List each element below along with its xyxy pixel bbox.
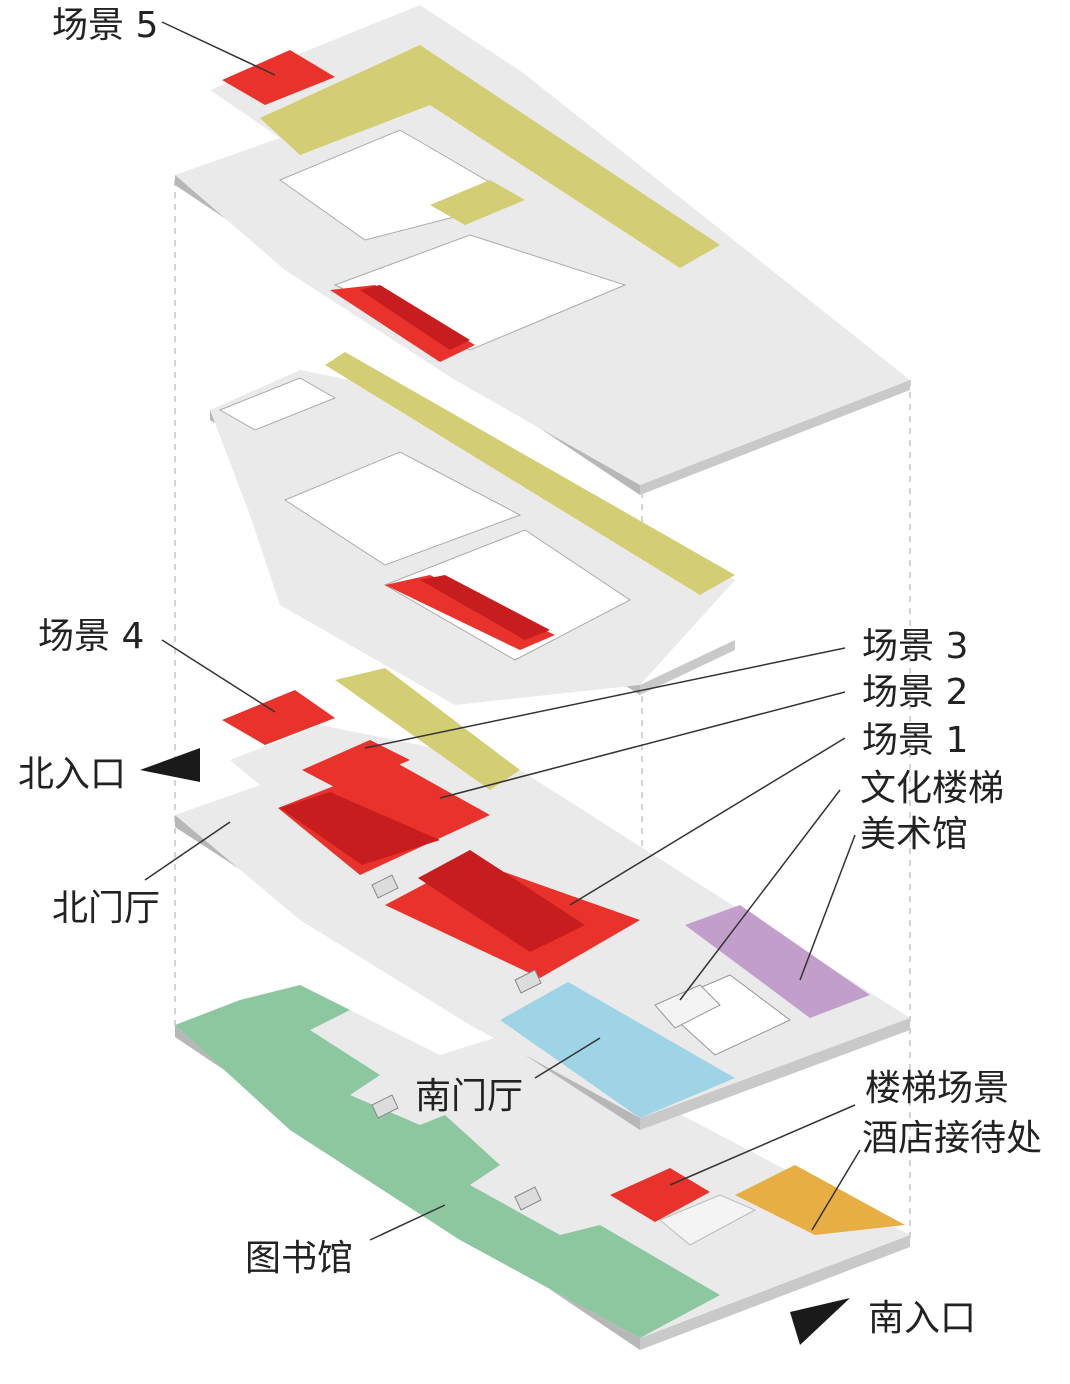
second-floor (210, 352, 735, 705)
north-entrance-arrow (140, 748, 200, 782)
north-entrance-label: 北入口 (18, 754, 126, 795)
second-floor-void-3 (383, 529, 631, 661)
hotel-reception-label: 酒店接待处 (862, 1118, 1042, 1159)
vertical-guides (174, 180, 911, 1340)
small-stair-icon (514, 1186, 542, 1211)
scene-1-label: 场景 1 (862, 720, 968, 761)
ground-floor-side-right (640, 1235, 910, 1350)
scene-5-area (222, 50, 335, 105)
small-stair-icon (371, 1094, 399, 1119)
stair-scene-label: 楼梯场景 (865, 1068, 1009, 1109)
scene-3-label: 场景 3 (862, 626, 968, 667)
first-floor-side-right (640, 1018, 910, 1130)
library-label: 图书馆 (245, 1238, 353, 1279)
leader-lines (144, 21, 861, 1241)
top-floor-seating (330, 285, 475, 362)
culture-stair-steps (654, 984, 721, 1029)
culture-stair-label: 文化楼梯 (860, 768, 1004, 809)
second-floor-void-1 (218, 377, 337, 431)
top-floor (175, 5, 910, 495)
scene-5-label: 场景 5 (52, 5, 158, 46)
first-floor (175, 668, 910, 1130)
library-area (175, 985, 720, 1338)
art-museum-label: 美术馆 (860, 814, 968, 855)
top-floor-corridor-branch (430, 180, 525, 225)
first-floor-corridor (335, 668, 520, 790)
small-stair-icon (371, 874, 399, 899)
scene-4-label: 场景 4 (38, 616, 144, 657)
top-floor-corridor (260, 45, 720, 268)
south-hall-area (500, 982, 735, 1118)
scene-2-seating (280, 792, 440, 865)
north-hall-label: 北门厅 (52, 888, 160, 929)
ground-floor (175, 985, 910, 1350)
hotel-reception-area (735, 1165, 905, 1235)
south-entrance-label: 南入口 (868, 1298, 976, 1339)
second-floor-seating-rows (420, 575, 550, 640)
small-stair-icon (514, 969, 542, 994)
stair-scene-area (610, 1168, 710, 1222)
second-floor-slab (210, 370, 735, 705)
scene-3-area (302, 740, 410, 790)
scene-2-label: 场景 2 (862, 672, 968, 713)
south-entrance-arrow (790, 1298, 850, 1345)
scene-1-seating (418, 850, 585, 952)
top-floor-seating-rows (360, 285, 470, 350)
second-floor-void-2 (283, 451, 522, 566)
scene-4-area (222, 690, 335, 745)
second-floor-side-right (640, 640, 735, 695)
stair-scene-steps (659, 1194, 757, 1246)
top-floor-side-right (640, 380, 910, 495)
south-hall-label: 南门厅 (415, 1076, 523, 1117)
second-floor-corridor (325, 352, 735, 595)
